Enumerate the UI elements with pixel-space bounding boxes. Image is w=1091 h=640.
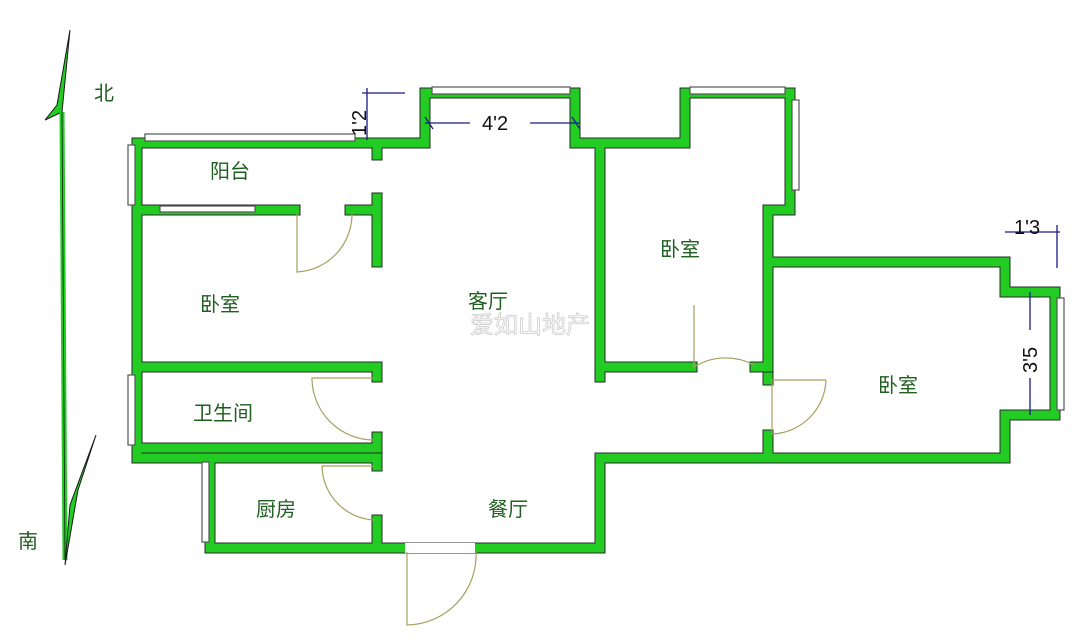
living-window bbox=[431, 86, 571, 95]
dimension-lines bbox=[362, 88, 1060, 415]
room-living: 客厅 bbox=[468, 289, 508, 313]
bedroom-east-door bbox=[771, 379, 827, 435]
watermark: 爱如山地产 bbox=[470, 311, 590, 339]
bedroom-north-side-window bbox=[791, 99, 800, 191]
dim-balcony-step: 1'2 bbox=[349, 110, 371, 136]
room-bedroom-west: 卧室 bbox=[200, 292, 240, 316]
bedroom-west-window bbox=[159, 205, 256, 213]
bedroom-east-window bbox=[1056, 297, 1065, 411]
bathroom-door bbox=[311, 377, 375, 441]
south-label: 南 bbox=[18, 529, 38, 553]
north-label: 北 bbox=[94, 81, 114, 105]
dim-east-bay-depth: 1'3 bbox=[1014, 217, 1040, 239]
south-arrow-icon bbox=[64, 434, 97, 566]
north-arrow-icon bbox=[44, 29, 71, 121]
bedroom-north-door bbox=[693, 305, 755, 369]
balcony-window bbox=[144, 133, 356, 142]
room-dining: 餐厅 bbox=[488, 497, 528, 521]
bedroom-west-door bbox=[296, 213, 353, 273]
dim-east-bay-width: 3'5 bbox=[1020, 347, 1042, 373]
entrance-door bbox=[406, 551, 477, 626]
room-bedroom-east: 卧室 bbox=[878, 373, 918, 397]
dim-living-window: 4'2 bbox=[482, 113, 508, 135]
doors bbox=[296, 213, 827, 626]
compass: 北 南 bbox=[18, 29, 114, 566]
room-balcony: 阳台 bbox=[210, 159, 250, 183]
bedroom-north-window bbox=[689, 86, 786, 95]
kitchen-window bbox=[201, 461, 210, 543]
room-bathroom: 卫生间 bbox=[193, 401, 253, 425]
kitchen-door bbox=[321, 465, 375, 521]
windows bbox=[127, 86, 1065, 543]
room-bedroom-north: 卧室 bbox=[660, 237, 700, 261]
room-kitchen: 厨房 bbox=[256, 497, 296, 521]
balcony-side-window bbox=[127, 144, 136, 206]
walls bbox=[131, 87, 1061, 554]
bathroom-window bbox=[127, 374, 136, 446]
